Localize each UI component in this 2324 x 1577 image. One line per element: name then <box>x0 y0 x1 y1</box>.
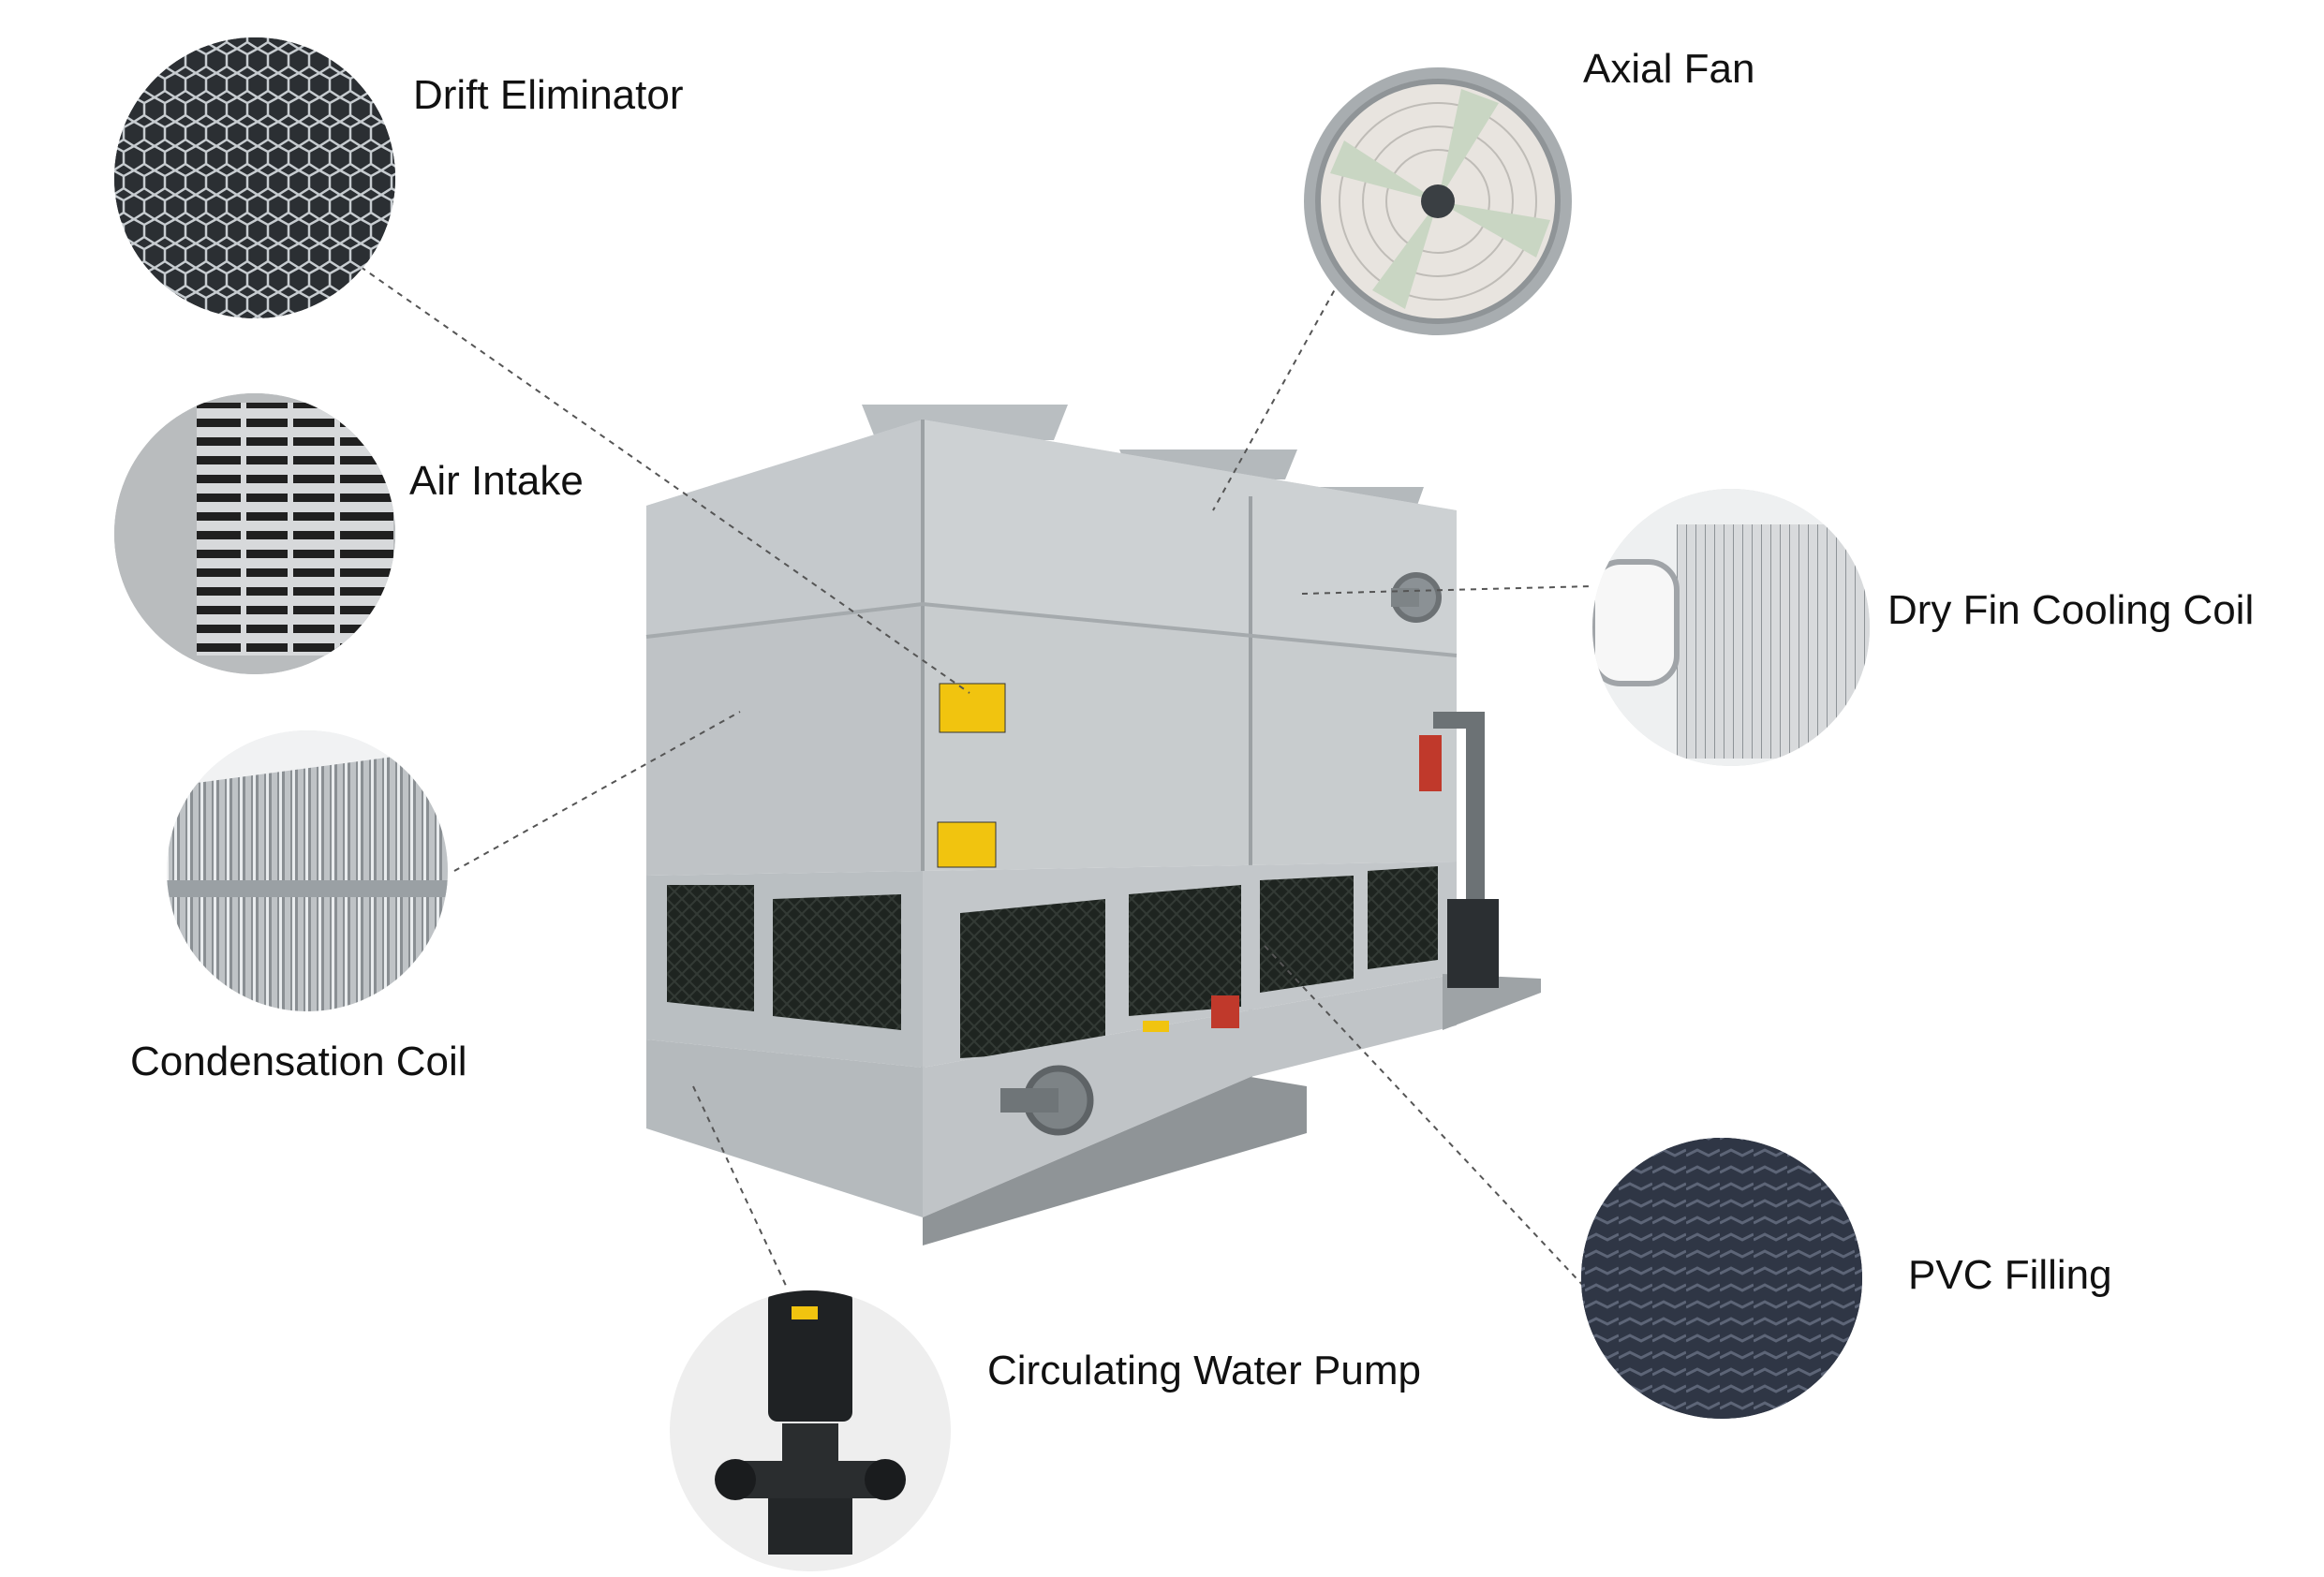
finned-coil-icon <box>1592 489 1870 766</box>
side-pipe <box>1466 712 1485 955</box>
side-pump <box>1447 899 1499 988</box>
axial-fan-label: Axial Fan <box>1583 46 1755 92</box>
louver-grille-icon <box>114 393 395 674</box>
drift-eliminator-label: Drift Eliminator <box>413 72 684 118</box>
leader-line-pump <box>692 1085 788 1289</box>
pvc-filling-photo <box>1581 1138 1862 1419</box>
drift-eliminator-photo <box>114 37 395 318</box>
fan-icon <box>1315 79 1561 324</box>
tower-upper-left-panel <box>646 420 923 637</box>
air-intake-photo <box>114 393 395 674</box>
leader-line-condensation-coil <box>453 711 741 872</box>
dry-fin-cooling-coil-label: Dry Fin Cooling Coil <box>1887 587 2255 633</box>
circulating-water-pump-label: Circulating Water Pump <box>987 1348 1421 1393</box>
tube-coil-icon <box>167 730 448 1011</box>
cooling-tower <box>645 405 1541 1245</box>
leader-line-axial-fan <box>1212 280 1340 511</box>
warning-label <box>1211 995 1239 1028</box>
tower-basin-left <box>646 1039 923 1217</box>
axial-fan-photo <box>1304 67 1572 335</box>
tower-middle-left-panel <box>646 604 923 876</box>
condensation-coil-label: Condensation Coil <box>130 1039 467 1084</box>
dry-fin-coil-photo <box>1592 489 1870 766</box>
tower-upper-front-panel <box>923 420 1457 656</box>
tower-basin-front <box>923 974 1457 1217</box>
warning-label <box>937 821 997 868</box>
louver-panel <box>667 885 754 1011</box>
leader-line-drift-eliminator <box>360 266 970 694</box>
air-intake-label: Air Intake <box>409 458 584 504</box>
honeycomb-mesh-icon <box>114 37 395 318</box>
tower-middle-front-panel <box>923 604 1457 871</box>
warning-label <box>939 683 1006 733</box>
louver-panel <box>1260 876 1354 993</box>
condensation-coil-photo <box>167 730 448 1011</box>
pvc-filling-label: PVC Filling <box>1908 1252 2112 1298</box>
pvc-fill-pattern-icon <box>1581 1138 1862 1419</box>
leader-lines <box>360 266 1593 1291</box>
circulating-water-pump-photo <box>670 1290 951 1571</box>
louver-panel <box>1368 866 1438 969</box>
leader-line-pvc-filling <box>1264 945 1589 1291</box>
leader-line-dry-fin-coil <box>1301 585 1593 595</box>
louver-panel <box>960 899 1105 1058</box>
louver-panel <box>1129 885 1241 1016</box>
pump-icon <box>715 1290 906 1555</box>
louver-panel <box>773 894 901 1030</box>
